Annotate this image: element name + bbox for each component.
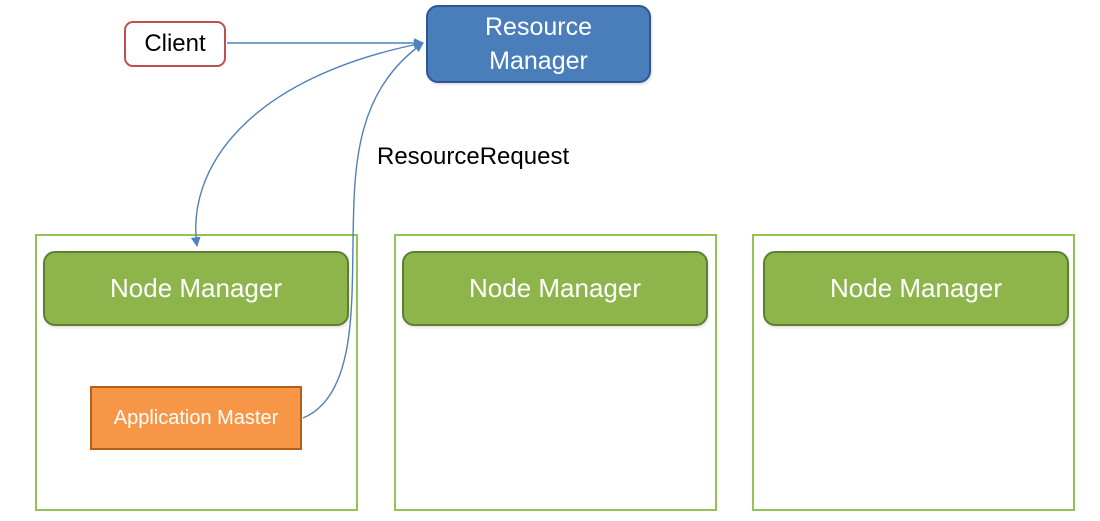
resource-manager-label: Resource Manager	[485, 12, 592, 76]
client-box: Client	[124, 21, 226, 67]
node-manager-label-1: Node Manager	[110, 273, 282, 303]
node-manager-label-3: Node Manager	[830, 273, 1002, 303]
node-manager-box-2: Node Manager	[402, 251, 708, 326]
resource-request-label: ResourceRequest	[377, 143, 570, 170]
node-manager-label-2: Node Manager	[469, 273, 641, 303]
client-label: Client	[144, 30, 206, 57]
node-manager-box-1: Node Manager	[43, 251, 349, 326]
application-master-label: Application Master	[113, 406, 279, 429]
application-master-box: Application Master	[90, 386, 302, 450]
node-manager-box-3: Node Manager	[763, 251, 1069, 326]
resource-manager-box: Resource Manager	[426, 5, 651, 83]
